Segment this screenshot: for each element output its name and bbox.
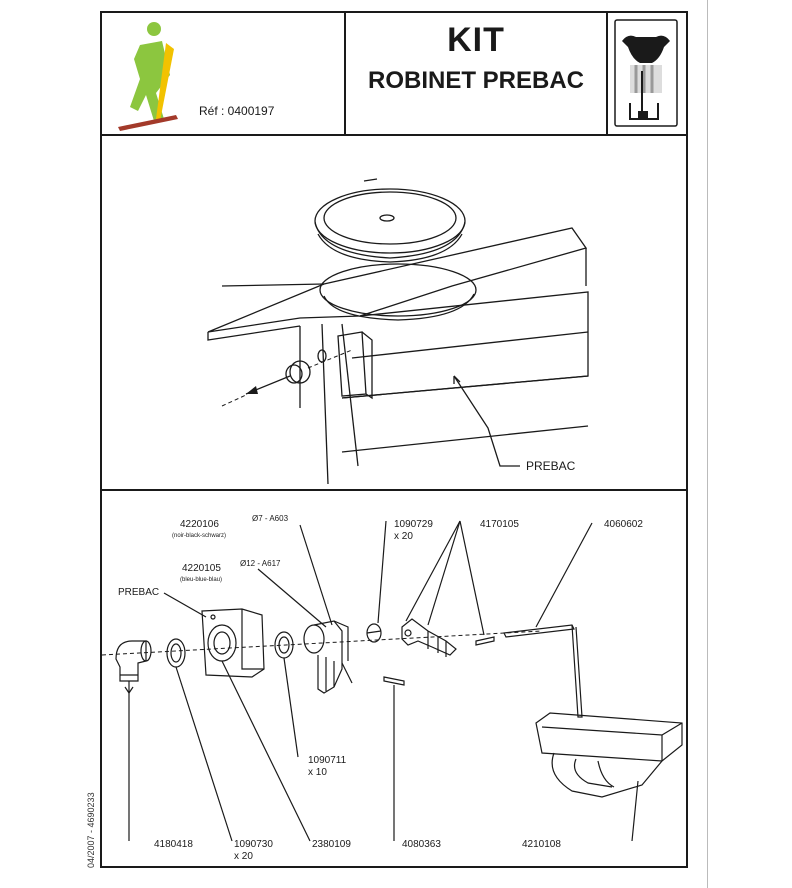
- trough-illustration: PREBAC: [207, 178, 589, 485]
- exploded-parts-diagram: 4220106 (noir-black-schwarz) Ø7 - A603 4…: [102, 514, 683, 862]
- label-1090730: 1090730: [234, 839, 273, 850]
- label-4220105-spec: Ø12 - A617: [240, 559, 281, 568]
- label-4170105: 4170105: [480, 519, 519, 530]
- label-4060602: 4060602: [604, 519, 643, 530]
- page-edge-rule: [707, 0, 708, 888]
- kit-title: KIT: [447, 21, 505, 59]
- prebac-label-top: PREBAC: [526, 459, 576, 473]
- product-title: ROBINET PREBAC: [367, 67, 584, 94]
- label-4220106: 4220106: [180, 519, 219, 530]
- brand-logo: [118, 22, 178, 131]
- document-code: 04/2007 - 4690233: [86, 792, 96, 868]
- label-prebac: PREBAC: [118, 587, 159, 598]
- pictogram-cell: [608, 13, 686, 134]
- assembly-view: PREBAC: [102, 136, 686, 491]
- cow-drinking-pictogram: [614, 19, 678, 127]
- exploded-view: 4220106 (noir-black-schwarz) Ø7 - A603 4…: [102, 491, 686, 868]
- label-1090711: 1090711: [308, 755, 347, 766]
- logo-cell: Réf : 0400197: [102, 13, 346, 134]
- label-4220106-note: (noir-black-schwarz): [172, 533, 226, 539]
- label-1090729: 1090729: [394, 519, 433, 530]
- label-4080363: 4080363: [402, 839, 441, 850]
- label-4220105: 4220105: [182, 563, 221, 574]
- sheet-frame: Réf : 0400197 KIT ROBINET PREBAC: [100, 11, 688, 868]
- label-4220105-note: (bleu-blue-blau): [180, 577, 222, 583]
- header: Réf : 0400197 KIT ROBINET PREBAC: [102, 13, 686, 136]
- reference-number: Réf : 0400197: [199, 104, 275, 118]
- label-4220106-spec: Ø7 - A603: [252, 514, 289, 523]
- label-1090711-qty: x 10: [308, 767, 327, 778]
- label-1090730-qty: x 20: [234, 851, 253, 862]
- label-2380109: 2380109: [312, 839, 351, 850]
- title-cell: KIT ROBINET PREBAC: [346, 13, 608, 134]
- label-1090729-qty: x 20: [394, 531, 413, 542]
- label-4210108: 4210108: [522, 839, 561, 850]
- label-4180418: 4180418: [154, 839, 193, 850]
